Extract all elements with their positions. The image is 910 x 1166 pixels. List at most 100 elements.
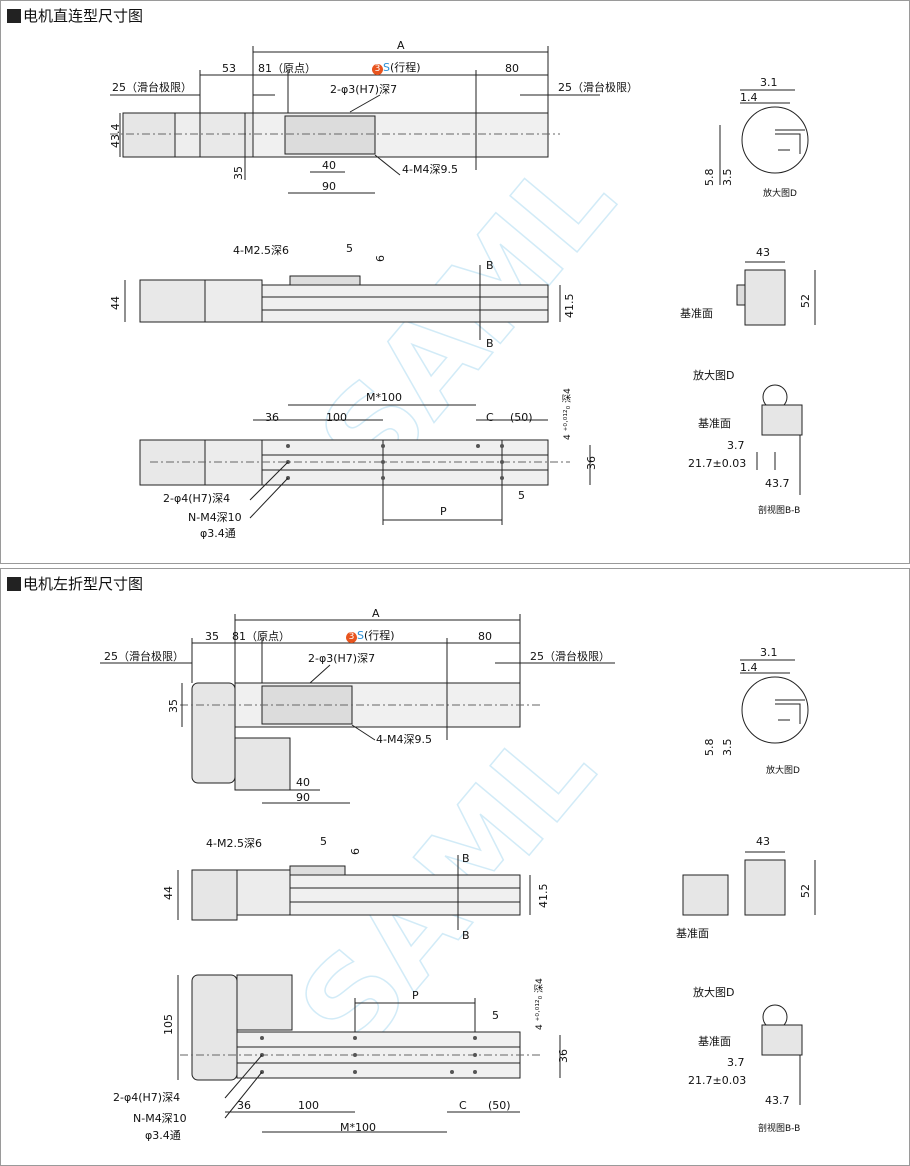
detail-caption: 放大图D <box>766 766 800 776</box>
note-pin: 2-φ4(H7)深4 <box>163 492 231 505</box>
dim-44: 44 <box>162 886 175 900</box>
dim-90: 90 <box>322 180 336 193</box>
dim-m100: M*100 <box>340 1121 376 1134</box>
bullet-square-icon <box>7 576 21 591</box>
note-m4: 4-M4深9.5 <box>402 163 458 176</box>
bb-datum: 基准面 <box>698 1035 731 1048</box>
section-mark-b-bottom: B <box>486 337 494 350</box>
dim-35: 35 <box>232 166 245 180</box>
end-datum: 基准面 <box>676 927 709 940</box>
dim-limit-left: 25（滑台极限） <box>104 650 184 663</box>
bb-43-7: 43.7 <box>765 1094 790 1107</box>
note-m4: 4-M4深9.5 <box>376 733 432 746</box>
detail-1-4: 1.4 <box>740 91 758 104</box>
dim-5: 5 <box>320 835 327 848</box>
dim-A: A <box>372 607 380 620</box>
end-43: 43 <box>756 835 770 848</box>
detail-3-1: 3.1 <box>760 76 778 89</box>
dim-100: 100 <box>298 1099 319 1112</box>
dim-40: 40 <box>322 159 336 172</box>
stroke-number-badge: 3 <box>346 632 357 643</box>
dim-limit-right: 25（滑台极限） <box>530 650 610 663</box>
bb-caption: 剖视图B-B <box>758 506 801 516</box>
note-thru: φ3.4通 <box>200 527 236 540</box>
dim-50: (50) <box>510 411 533 424</box>
dim-81-origin: 81（原点） <box>258 62 316 75</box>
end-datum: 基准面 <box>680 307 713 320</box>
detail-3-5: 3.5 <box>721 738 734 757</box>
dim-40: 40 <box>296 776 310 789</box>
bullet-square-icon <box>7 8 21 23</box>
section-mark-b-top: B <box>486 259 494 272</box>
stroke-s: S <box>357 629 364 642</box>
dim-44: 44 <box>109 296 122 310</box>
dim-5-bottom: 5 <box>492 1009 499 1022</box>
stroke-s: S <box>383 61 390 74</box>
bb-21-7: 21.7±0.03 <box>688 1074 747 1087</box>
note-m2-5: 4-M2.5深6 <box>206 837 262 850</box>
dim-P: P <box>440 505 447 518</box>
note-thru: φ3.4通 <box>145 1129 181 1142</box>
end-52: 52 <box>799 884 812 898</box>
note-pin: 2-φ4(H7)深4 <box>113 1091 181 1104</box>
note-hole: 2-φ3(H7)深7 <box>308 652 376 665</box>
detail-3-1: 3.1 <box>760 646 778 659</box>
detail-1-4: 1.4 <box>740 661 758 674</box>
dim-A: A <box>397 39 405 52</box>
end-52: 52 <box>799 294 812 308</box>
dim-41-5: 41.5 <box>537 883 550 909</box>
section-mark-b-bottom: B <box>462 929 470 942</box>
dim-limit-right: 25（滑台极限） <box>558 81 638 94</box>
dim-m100: M*100 <box>366 391 402 404</box>
dim-53: 53 <box>222 62 236 75</box>
dim-P: P <box>412 989 419 1002</box>
bb-datum: 基准面 <box>698 417 731 430</box>
section-title: 电机直连型尺寸图 <box>7 5 143 26</box>
bb-detail-ref: 放大图D <box>693 369 735 382</box>
section-title-text: 电机直连型尺寸图 <box>23 7 144 25</box>
dim-C: C <box>459 1099 467 1112</box>
note-nm4: N-M4深10 <box>133 1112 187 1125</box>
section-title-text: 电机左折型尺寸图 <box>23 575 144 593</box>
detail-5-8: 5.8 <box>703 738 716 757</box>
dim-43-4: 43.4 <box>109 123 122 149</box>
detail-5-8: 5.8 <box>703 168 716 187</box>
dim-36-height: 36 <box>557 1049 570 1063</box>
bb-detail-ref: 放大图D <box>693 986 735 999</box>
bb-caption: 剖视图B-B <box>758 1124 801 1134</box>
dim-80: 80 <box>478 630 492 643</box>
detail-3-5: 3.5 <box>721 168 734 187</box>
end-43: 43 <box>756 246 770 259</box>
bb-43-7: 43.7 <box>765 477 790 490</box>
bb-3-7: 3.7 <box>727 439 745 452</box>
dim-limit-left: 25（滑台极限） <box>112 81 192 94</box>
dim-81-origin: 81（原点） <box>232 630 290 643</box>
dim-6: 6 <box>374 255 387 262</box>
stroke-label: (行程) <box>389 61 421 74</box>
dim-41-5: 41.5 <box>563 293 576 319</box>
note-hole: 2-φ3(H7)深7 <box>330 83 398 96</box>
dim-36: 36 <box>237 1099 251 1112</box>
note-nm4: N-M4深10 <box>188 511 242 524</box>
bb-21-7: 21.7±0.03 <box>688 457 747 470</box>
dim-100: 100 <box>326 411 347 424</box>
note-m2-5: 4-M2.5深6 <box>233 244 289 257</box>
dim-105: 105 <box>162 1014 175 1035</box>
dim-5-bottom: 5 <box>518 489 525 502</box>
section-mark-b-top: B <box>462 852 470 865</box>
dim-C: C <box>486 411 494 424</box>
dim-35-left: 35 <box>205 630 219 643</box>
stroke-label: (行程) <box>363 629 395 642</box>
bb-3-7: 3.7 <box>727 1056 745 1069</box>
dim-80: 80 <box>505 62 519 75</box>
dim-50: (50) <box>488 1099 511 1112</box>
section-title: 电机左折型尺寸图 <box>7 573 143 594</box>
drawing-direct-motor <box>110 46 816 525</box>
dim-tolerance: 4 ⁺⁰·⁰¹²₀ 深4 <box>535 978 545 1030</box>
dim-90: 90 <box>296 791 310 804</box>
dim-tolerance: 4 ⁺⁰·⁰¹²₀ 深4 <box>563 388 573 440</box>
dim-6: 6 <box>349 848 362 855</box>
